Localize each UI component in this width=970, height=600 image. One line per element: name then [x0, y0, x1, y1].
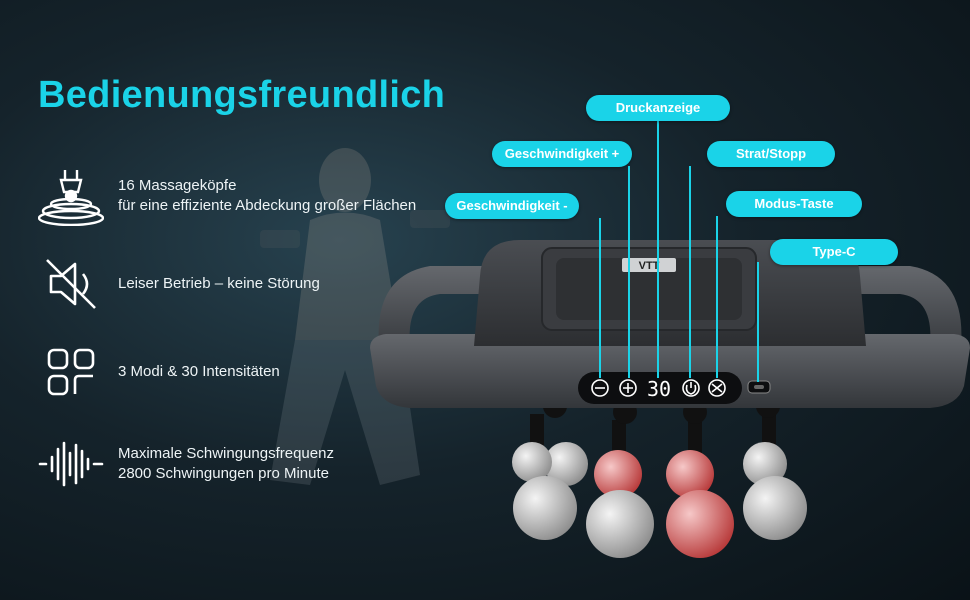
feature-modes: 3 Modi & 30 Intensitäten — [36, 340, 280, 404]
control-panel — [578, 372, 742, 404]
muted-speaker-icon — [36, 252, 106, 316]
left-handle — [378, 266, 490, 356]
feature-quiet: Leiser Betrieb – keine Störung — [36, 252, 320, 316]
callout-line-speed-up — [628, 166, 630, 378]
device-base — [370, 334, 970, 408]
brand-text: VTT — [639, 260, 660, 272]
massage-heads — [512, 394, 807, 558]
feature-massage-heads: 16 Massageköpfe für eine effiziente Abde… — [36, 164, 416, 228]
label-start-stop: Strat/Stopp — [707, 141, 835, 167]
sound-wave-icon — [36, 432, 106, 496]
headline: Bedienungsfreundlich — [38, 74, 446, 116]
callout-line-pressure — [657, 120, 659, 378]
feature-line-2: 2800 Schwingungen pro Minute — [118, 465, 329, 482]
feature-line-2: für eine effiziente Abdeckung großer Flä… — [118, 197, 417, 214]
mode-icon — [711, 383, 723, 393]
right-handle — [850, 266, 962, 356]
massage-device: VTT 30 — [370, 240, 970, 558]
modes-grid-icon — [36, 340, 106, 404]
callout-line-type-c — [757, 262, 759, 382]
callout-line-start-stop — [689, 166, 691, 378]
speed-down-button-ring — [591, 379, 609, 397]
feature-line-1: Maximale Schwingungsfrequenz — [118, 445, 334, 462]
power-icon — [685, 382, 697, 395]
callout-line-mode — [716, 216, 718, 378]
feature-line-1: 3 Modi & 30 Intensitäten — [118, 363, 280, 380]
label-speed-down: Geschwindigkeit - — [445, 193, 579, 219]
plus-icon — [623, 383, 633, 393]
massage-head-icon — [36, 164, 106, 228]
feature-line-1: Leiser Betrieb – keine Störung — [118, 275, 320, 292]
brand-tag — [622, 258, 676, 272]
callout-line-speed-down — [599, 218, 601, 378]
label-speed-up: Geschwindigkeit + — [492, 141, 632, 167]
display-value: 30 — [647, 377, 671, 401]
label-mode-button: Modus-Taste — [726, 191, 862, 217]
top-pad-inner — [556, 258, 742, 320]
mode-button-ring — [708, 379, 726, 397]
speed-up-button-ring — [619, 379, 637, 397]
feature-frequency: Maximale Schwingungsfrequenz 2800 Schwin… — [36, 432, 334, 496]
label-type-c: Type-C — [770, 239, 898, 265]
label-pressure-display: Druckanzeige — [586, 95, 730, 121]
feature-line-1: 16 Massageköpfe — [118, 177, 237, 194]
power-button-ring — [682, 379, 700, 397]
